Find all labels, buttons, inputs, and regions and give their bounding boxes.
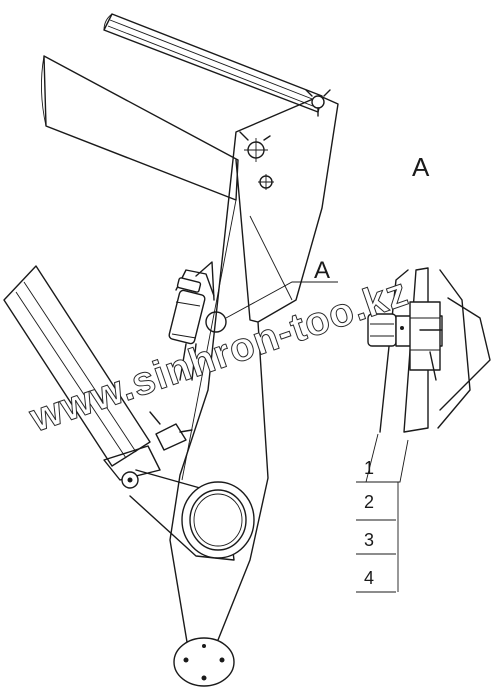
callout-number-3: 3: [364, 530, 374, 550]
callout-number-2: 2: [364, 492, 374, 512]
detail-callout-circle: [205, 311, 227, 333]
callout-leaders: [356, 433, 409, 593]
callout-label: A: [314, 257, 330, 284]
main-bracket-arm: [169, 95, 339, 649]
detail-title: A: [412, 152, 430, 182]
detail-view-a: [367, 267, 491, 433]
valve-handle: [149, 411, 193, 451]
large-bushing: [181, 481, 255, 559]
pivot-pin-lower: [258, 174, 274, 190]
callout-leader-line: [225, 281, 338, 319]
left-inclined-beam: [3, 265, 161, 481]
upper-beam: [103, 13, 323, 113]
frame-panel: [40, 55, 239, 201]
callout-number-1: 1: [364, 458, 374, 478]
base-flange: [173, 637, 235, 687]
cylinder-unit: [168, 261, 215, 381]
corner-clip: [305, 89, 331, 117]
callout-number-4: 4: [364, 568, 374, 588]
lower-pivot-pin: [121, 471, 139, 489]
pivot-pin-upper: [239, 131, 271, 162]
